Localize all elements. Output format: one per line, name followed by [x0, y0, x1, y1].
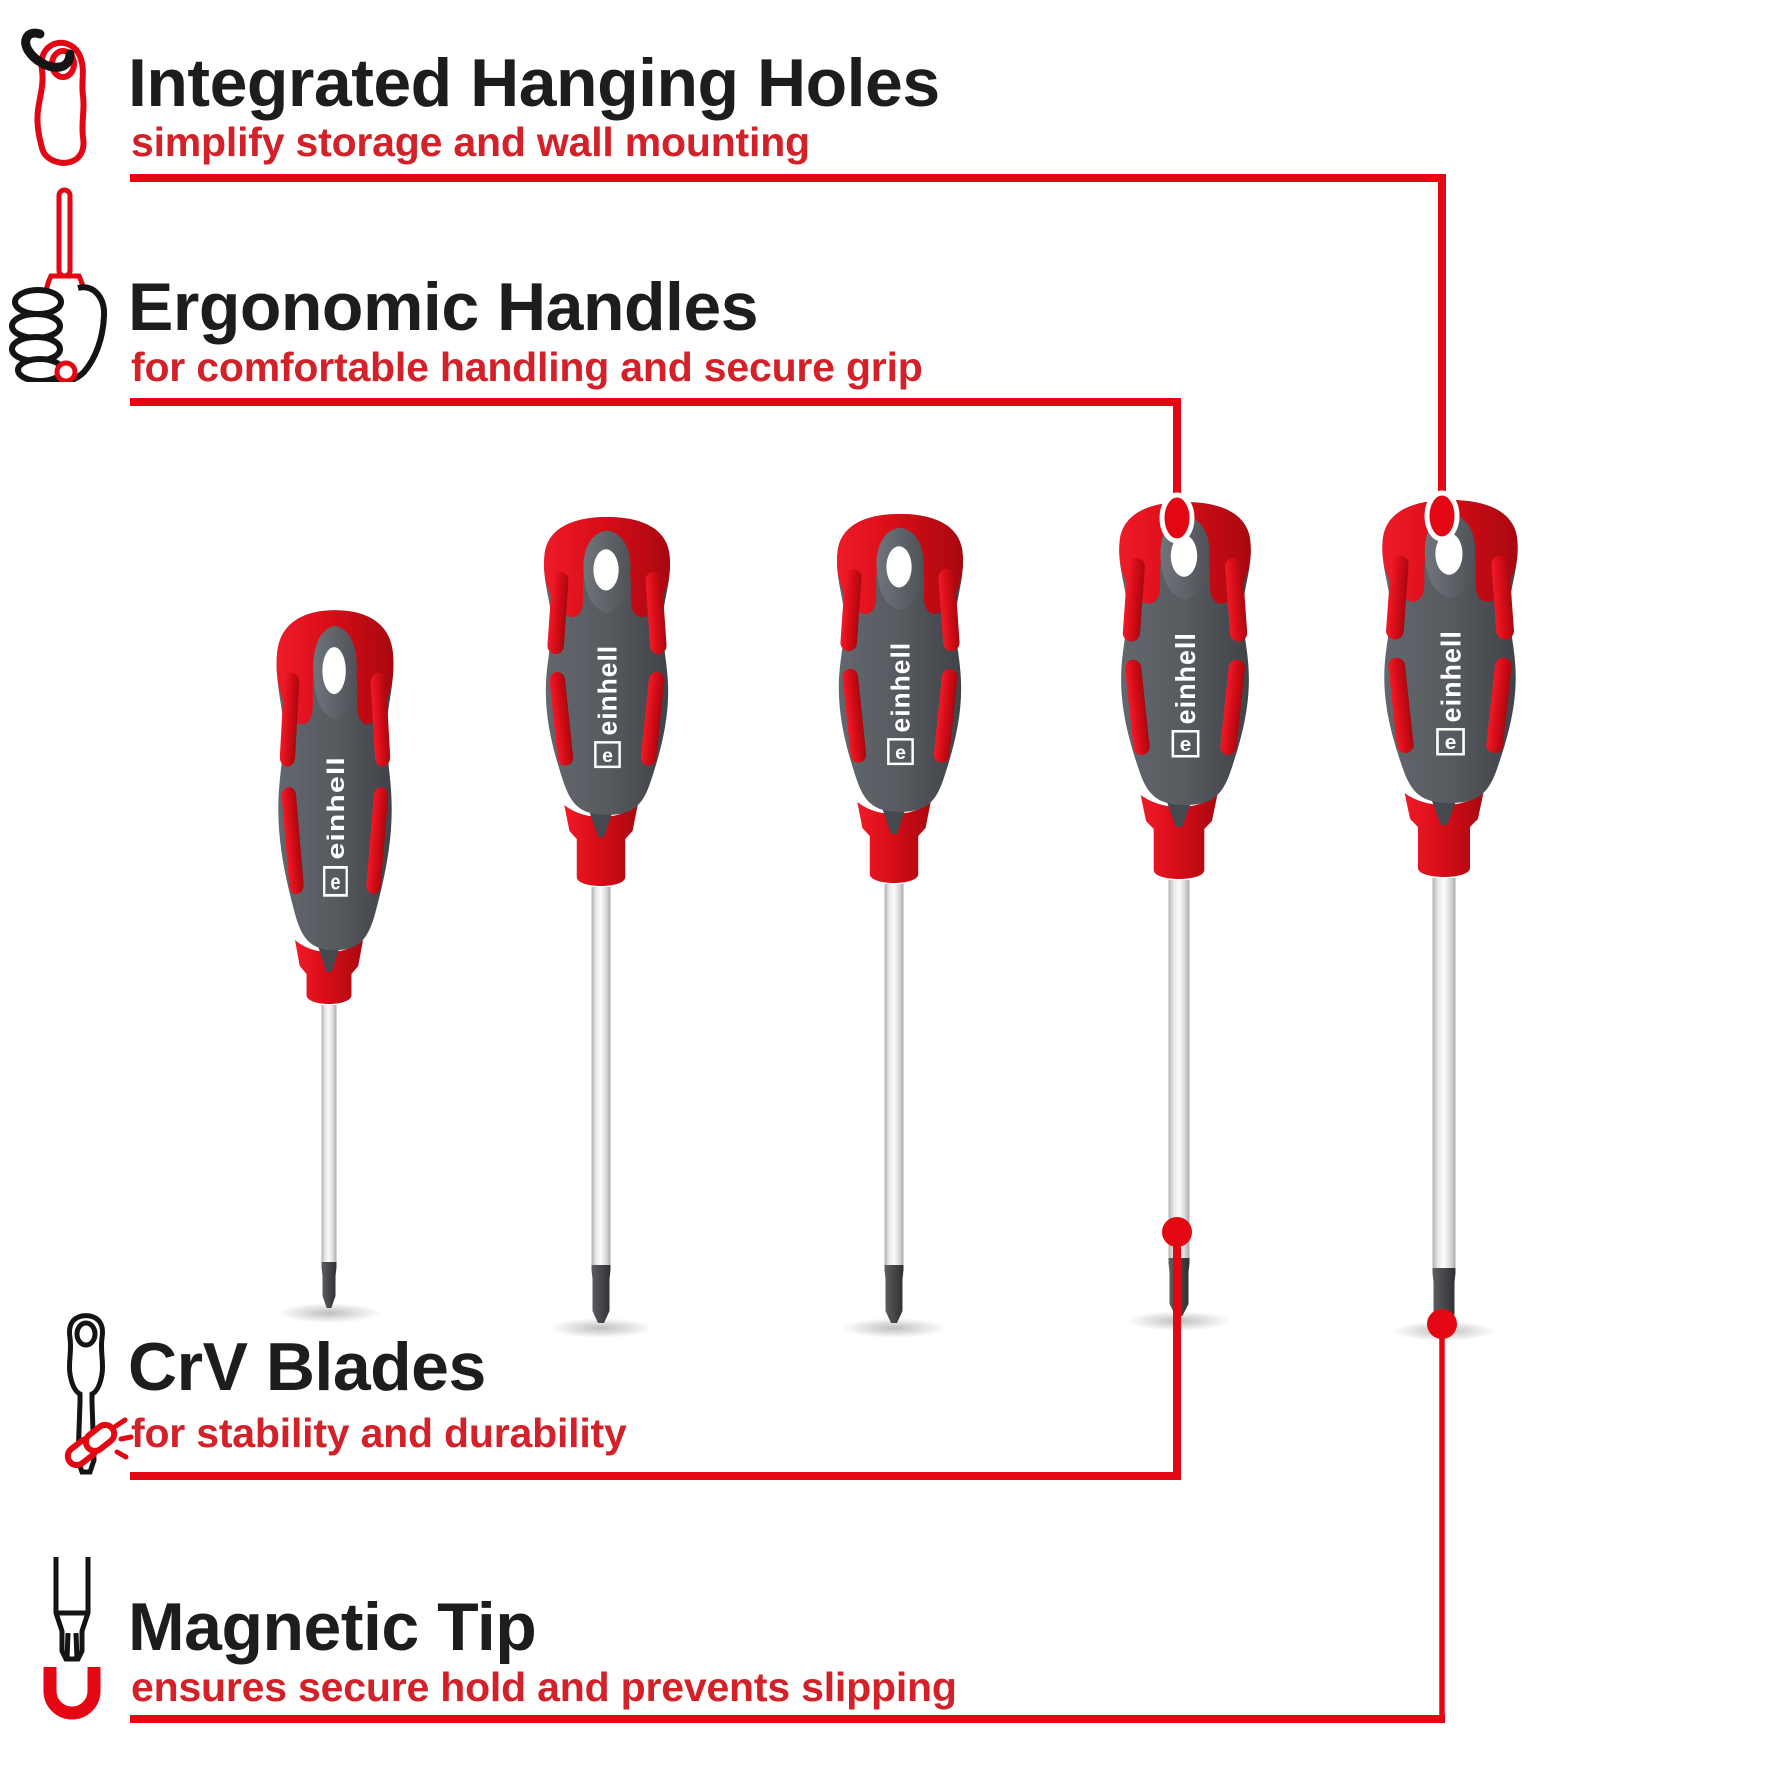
svg-text:e: e: [1445, 733, 1457, 754]
feature-title: Magnetic Tip: [128, 1589, 537, 1665]
svg-text:e: e: [895, 742, 906, 764]
brand-label: einhell e: [1435, 630, 1467, 756]
screwdriver-2: einhell e: [544, 516, 670, 1338]
feature-subtitle: ensures secure hold and prevents slippin…: [131, 1664, 957, 1710]
feature-subtitle: for comfortable handling and secure grip: [131, 344, 923, 390]
crv-chain-icon: [36, 1310, 136, 1496]
callout-dot-ergonomic-handles: [1159, 492, 1195, 544]
svg-text:einhell: einhell: [322, 756, 349, 859]
screwdriver-1: einhell e: [276, 610, 394, 1323]
brand-label: einhell e: [886, 642, 916, 766]
screwdriver-5: einhell e: [1382, 499, 1518, 1341]
feature-subtitle: for stability and durability: [131, 1410, 627, 1456]
svg-text:einhell: einhell: [1170, 632, 1201, 724]
brand-label: einhell e: [593, 645, 623, 769]
svg-text:einhell: einhell: [593, 645, 623, 736]
hanging-hook-icon: [20, 26, 108, 168]
feature-title: Integrated Hanging Holes: [128, 45, 940, 121]
svg-text:einhell: einhell: [1435, 630, 1467, 722]
brand-label: einhell e: [322, 756, 349, 897]
callout-dot-hanging-holes: [1424, 490, 1460, 542]
svg-text:e: e: [330, 871, 340, 895]
callout-line-crv-blades: [130, 1232, 1181, 1480]
feature-subtitle: simplify storage and wall mounting: [131, 119, 810, 165]
brand-label: einhell e: [1170, 632, 1201, 758]
svg-text:e: e: [602, 745, 613, 767]
callout-line-hanging-holes: [130, 174, 1446, 516]
feature-title: CrV Blades: [128, 1329, 486, 1405]
callout-dot-crv-blades: [1162, 1217, 1192, 1247]
magnet-icon: [40, 1555, 104, 1721]
feature-title: Ergonomic Handles: [128, 269, 759, 345]
svg-text:einhell: einhell: [886, 642, 916, 733]
callout-dot-magnetic-tip: [1427, 1309, 1457, 1339]
callout-line-ergonomic-handles: [130, 398, 1181, 518]
hand-grip-icon: [2, 186, 142, 382]
svg-text:e: e: [1180, 734, 1191, 756]
screwdriver-4: einhell e: [1119, 501, 1251, 1331]
screwdriver-3: einhell e: [837, 513, 963, 1338]
